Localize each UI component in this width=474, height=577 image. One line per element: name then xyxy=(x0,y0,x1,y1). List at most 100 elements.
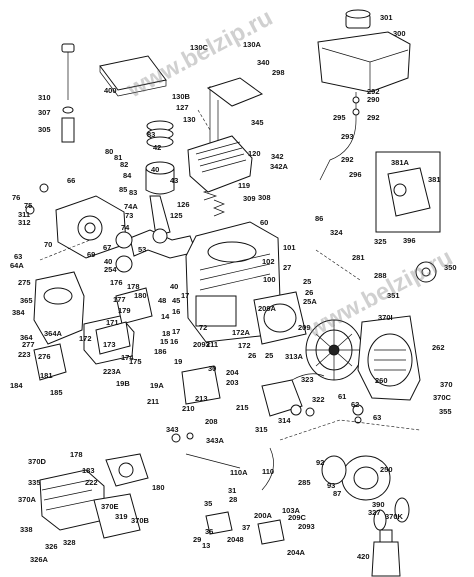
part-number-label: 254 xyxy=(104,265,117,274)
part-number-label: 314 xyxy=(278,416,291,425)
part-number-label: 31 xyxy=(228,486,237,495)
part-number-label: 327 xyxy=(368,508,381,517)
part-number-label: 370A xyxy=(18,495,36,504)
part-number-label: 100 xyxy=(263,275,276,284)
part-number-label: 74A xyxy=(124,202,138,211)
part-number-label: 43 xyxy=(170,176,179,185)
part-number-label: 342A xyxy=(270,162,288,171)
part-number-label: 223A xyxy=(103,367,121,376)
part-number-label: 298 xyxy=(272,68,285,77)
part-number-label: 173 xyxy=(103,340,116,349)
part-number-label: 312 xyxy=(18,218,31,227)
leader-line xyxy=(279,419,421,441)
part-number-label: 370K xyxy=(385,512,403,521)
part-number-label: 85 xyxy=(119,185,128,194)
part-number-label: 305 xyxy=(38,125,51,134)
part-number-label: 185 xyxy=(50,388,63,397)
part-number-label: 19B xyxy=(116,379,130,388)
part-number-label: 203 xyxy=(226,378,239,387)
part-number-label: 400 xyxy=(104,86,117,95)
part-number-label: 204A xyxy=(287,548,305,557)
part-number-label: 60 xyxy=(260,218,269,227)
part-number-label: 186 xyxy=(154,347,167,356)
part-number-label: 384 xyxy=(12,308,25,317)
part-number-label: 324 xyxy=(330,228,343,237)
leader-line xyxy=(315,249,361,281)
gaskets-lower-right xyxy=(373,497,410,531)
part-number-label: 370B xyxy=(131,516,149,525)
part-number-label: 125 xyxy=(170,211,183,220)
part-number-label: 211 xyxy=(206,340,219,349)
part-number-label: 93 xyxy=(327,481,336,490)
part-number-label: 16 xyxy=(170,337,179,346)
part-number-label: 370D xyxy=(28,457,46,466)
part-number-label: 175 xyxy=(129,357,142,366)
part-number-label: 323 xyxy=(301,375,314,384)
part-number-label: 343A xyxy=(206,436,224,445)
part-number-label: 130 xyxy=(183,115,196,124)
part-number-label: 76 xyxy=(12,193,21,202)
side-cover xyxy=(55,195,127,259)
part-number-label: 211 xyxy=(147,397,160,406)
part-number-label: 209A xyxy=(258,304,276,313)
leader-line xyxy=(197,109,211,131)
part-number-label: 301 xyxy=(380,13,393,22)
part-number-label: 295 xyxy=(333,113,346,122)
part-number-label: 281 xyxy=(352,253,365,262)
part-number-label: 396 xyxy=(403,236,416,245)
part-number-label: 2048 xyxy=(227,535,244,544)
part-number-label: 66 xyxy=(67,176,76,185)
part-number-label: 350 xyxy=(444,263,457,272)
part-number-label: 215 xyxy=(236,403,249,412)
part-number-label: 86 xyxy=(315,214,324,223)
part-number-label: 172 xyxy=(79,334,92,343)
part-number-label: 262 xyxy=(432,343,445,352)
part-number-label: 130C xyxy=(190,43,208,52)
owners-manual xyxy=(99,55,167,97)
part-number-label: 176 xyxy=(110,278,123,287)
part-number-label: 222 xyxy=(85,478,98,487)
throttle-bracket xyxy=(181,365,221,405)
part-number-label: 184 xyxy=(10,381,23,390)
part-number-label: 381 xyxy=(428,175,441,184)
part-number-label: 293 xyxy=(341,132,354,141)
part-number-label: 277 xyxy=(22,340,35,349)
dipstick xyxy=(61,43,75,143)
part-number-label: 35 xyxy=(204,499,213,508)
part-number-label: 209 xyxy=(298,323,311,332)
part-number-label: 102 xyxy=(262,257,275,266)
part-number-label: 300 xyxy=(393,29,406,38)
part-number-label: 309 xyxy=(243,194,256,203)
part-number-label: 180 xyxy=(152,483,165,492)
part-number-label: 110A xyxy=(230,468,248,477)
connecting-rod xyxy=(149,195,171,244)
part-number-label: 308 xyxy=(258,193,271,202)
part-number-label: 25 xyxy=(303,277,312,286)
part-number-label: 63 xyxy=(373,413,382,422)
part-number-label: 315 xyxy=(255,425,268,434)
part-number-label: 83 xyxy=(129,188,138,197)
part-number-label: 13 xyxy=(202,541,211,550)
part-number-label: 290 xyxy=(367,95,380,104)
part-number-label: 40 xyxy=(151,165,160,174)
part-number-label: 69 xyxy=(87,250,96,259)
part-number-label: 335 xyxy=(28,478,41,487)
air-cleaner xyxy=(33,271,85,381)
part-number-label: 27 xyxy=(283,263,292,272)
part-number-label: 311 xyxy=(18,210,31,219)
part-number-label: 127 xyxy=(176,103,189,112)
part-number-label: 73 xyxy=(125,211,134,220)
part-number-label: 209C xyxy=(288,513,306,522)
part-number-label: 183 xyxy=(82,466,95,475)
cylinder-head xyxy=(187,135,253,193)
part-number-label: 19A xyxy=(150,381,164,390)
part-number-label: 326A xyxy=(30,555,48,564)
part-number-label: 370I xyxy=(378,313,393,322)
part-number-label: 42 xyxy=(153,143,162,152)
part-number-label: 177 xyxy=(113,295,126,304)
flywheel xyxy=(305,319,363,381)
part-number-label: 326 xyxy=(45,542,58,551)
part-number-label: 16 xyxy=(172,307,181,316)
part-number-label: 343 xyxy=(166,425,179,434)
part-number-label: 292 xyxy=(367,87,380,96)
